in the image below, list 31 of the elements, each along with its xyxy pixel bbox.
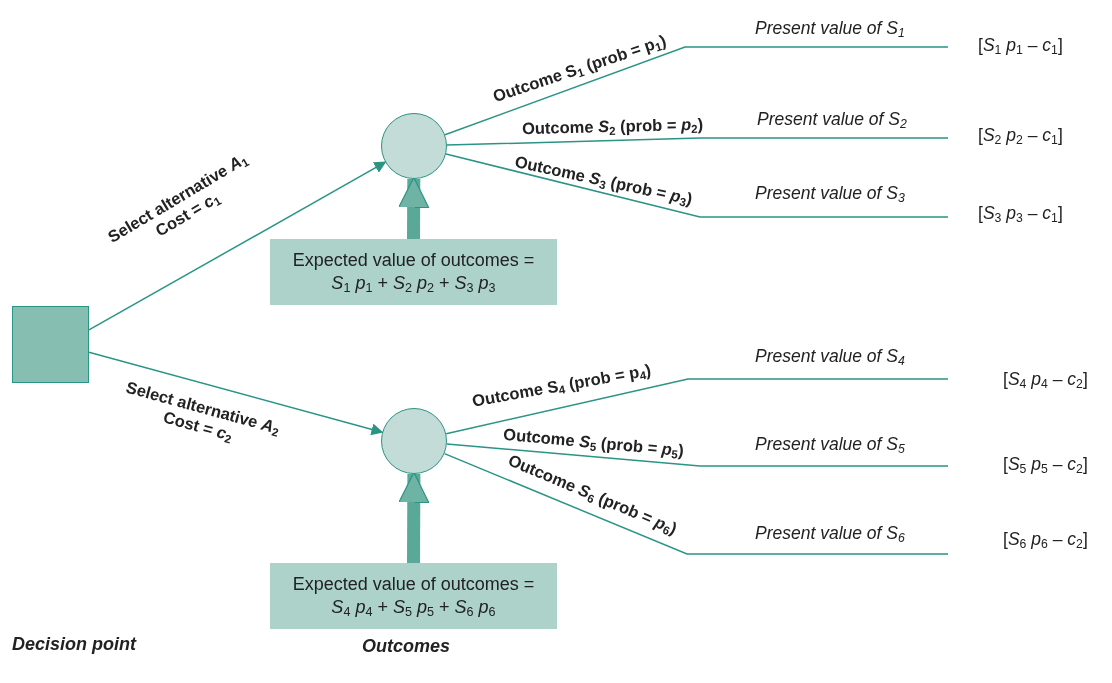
arrow xyxy=(88,161,387,331)
branch-line xyxy=(446,137,949,146)
branch-line xyxy=(445,378,949,435)
present-value-label: Present value of S$_{6}$ xyxy=(755,523,905,544)
edge-label: Outcome S$_{2}$ (prob = p$_{2}$) xyxy=(521,114,703,138)
expected-value-box xyxy=(270,239,557,305)
branch-line xyxy=(446,443,949,467)
present-value-label: Present value of S$_{1}$ xyxy=(755,18,905,39)
present-value-label: Present value of S$_{4}$ xyxy=(755,346,905,367)
net-value-label: [S$_{6}$ p$_{6}$ – c$_{2}$] xyxy=(1003,529,1088,550)
net-value-label: [S$_{2}$ p$_{2}$ – c$_{1}$] xyxy=(978,125,1063,146)
arrow xyxy=(88,351,384,436)
net-value-label: [S$_{4}$ p$_{4}$ – c$_{2}$] xyxy=(1003,369,1088,390)
net-value-label: [S$_{3}$ p$_{3}$ – c$_{1}$] xyxy=(978,203,1063,224)
edge-label: Outcome S$_{3}$ (prob = p$_{3}$) xyxy=(512,151,694,209)
expected-value-box xyxy=(270,563,557,629)
net-value-label: [S$_{1}$ p$_{1}$ – c$_{1}$] xyxy=(978,35,1063,56)
block-arrow xyxy=(398,176,430,240)
expected-value-text: Expected value of outcomes = S$_{4}$ p$_{4}$ + S$_{5}$ p$_{5}$ + S$_{6}$ p$_{6}$ xyxy=(291,572,536,620)
branch-line xyxy=(444,46,949,136)
decision-square xyxy=(12,306,89,383)
present-value-label: Present value of S$_{3}$ xyxy=(755,183,905,204)
expected-value-text: Expected value of outcomes = S$_{1}$ p$_{1}$ + S$_{2}$ p$_{2}$ + S$_{3}$ p$_{3}$ xyxy=(291,248,536,296)
present-value-label: Present value of S$_{5}$ xyxy=(755,434,905,455)
block-arrow xyxy=(398,471,430,564)
column-heading: Decision point xyxy=(12,634,136,655)
net-value-label: [S$_{5}$ p$_{5}$ – c$_{2}$] xyxy=(1003,454,1088,475)
present-value-label: Present value of S$_{2}$ xyxy=(757,109,907,130)
branch-line xyxy=(445,153,949,218)
branch-line xyxy=(443,452,949,555)
column-heading: Outcomes xyxy=(362,636,451,657)
